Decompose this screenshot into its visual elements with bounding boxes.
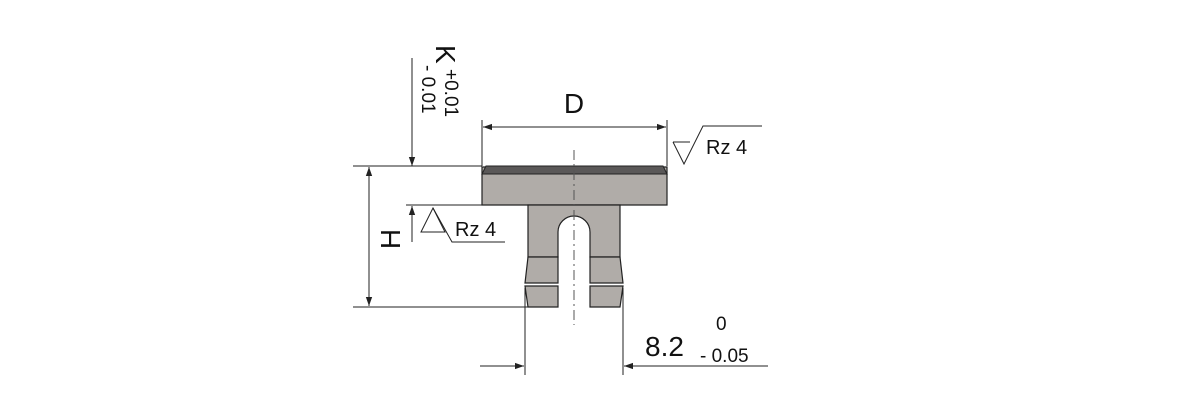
dimension-k: K +0.01 - 0.01: [353, 45, 482, 167]
dimension-shank-tol-upper: 0: [716, 314, 727, 335]
dimension-d-label: D: [564, 88, 584, 119]
right-barb: [589, 256, 624, 284]
surface-finish-underside-label: Rz 4: [455, 219, 496, 241]
dimension-shank-tol-lower: - 0.05: [700, 346, 749, 367]
dimension-h: H: [353, 167, 528, 308]
dimension-shank-value: 8.2: [645, 331, 684, 362]
dimension-k-label: K: [430, 45, 461, 64]
surface-finish-top-label: Rz 4: [706, 137, 747, 159]
surface-finish-top: Rz 4: [672, 125, 762, 166]
dimension-h-label: H: [375, 229, 406, 249]
surface-finish-underside: Rz 4: [420, 206, 505, 243]
surface-finish-top-symbol: [672, 125, 762, 166]
dimension-shank-width: 8.2 0 - 0.05: [480, 288, 768, 375]
dimension-k-tol-upper: +0.01: [440, 69, 461, 117]
shank-upper: [527, 204, 621, 258]
right-foot: [589, 285, 624, 308]
dimension-k-tol-lower: - 0.01: [417, 65, 438, 114]
left-barb: [524, 256, 559, 284]
left-foot: [524, 285, 559, 308]
dimension-d: D: [481, 88, 668, 166]
surface-finish-underside-symbol: [420, 206, 446, 233]
part-body: [481, 165, 668, 308]
